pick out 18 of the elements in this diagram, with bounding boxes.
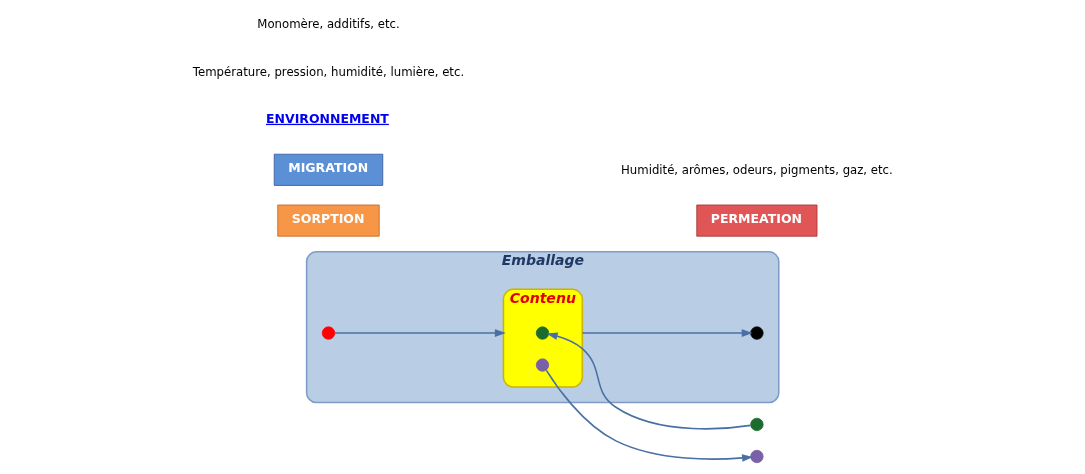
node-circle (750, 449, 764, 464)
node-circle (750, 417, 764, 432)
arrow (546, 332, 752, 430)
label: Température, pression, humidité, lumière, etc. (192, 64, 465, 79)
arrow (581, 329, 753, 337)
label: Monomère, additifs, etc. (257, 17, 400, 32)
node-box: MIGRATION (273, 153, 384, 186)
cluster: Contenu (502, 288, 584, 388)
node-box: PERMEATION (696, 204, 818, 237)
arrow (545, 369, 753, 462)
node-circle (535, 358, 550, 372)
label: ENVIRONNEMENT (266, 110, 389, 126)
arrow (334, 329, 506, 337)
label: Humidité, arômes, odeurs, pigments, gaz, etc. (621, 163, 893, 178)
node-circle (750, 326, 764, 340)
node-circle (535, 326, 550, 340)
node-box: SORPTION (277, 204, 380, 237)
node-circle (321, 326, 336, 340)
